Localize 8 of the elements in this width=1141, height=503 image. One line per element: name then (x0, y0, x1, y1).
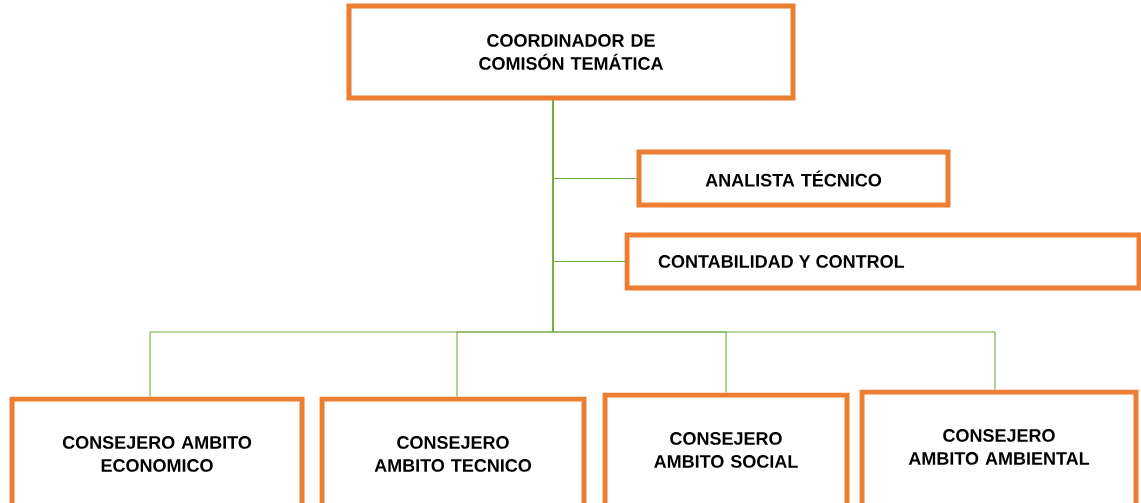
org-box: CONSEJERO AMBITO SOCIAL (602, 392, 850, 503)
org-box: CONSEJERO AMBITO AMBIENTAL (859, 389, 1139, 503)
connector-line (552, 99, 996, 391)
org-box: ANALISTA TÉCNICO (636, 149, 951, 208)
org-box: COORDINADOR DE COMISÓN TEMÁTICA (346, 3, 796, 101)
org-box: CONTABILIDAD Y CONTROL (624, 232, 1141, 291)
org-box: CONSEJERO AMBITO ECONOMICO (9, 396, 305, 503)
org-box: CONSEJERO AMBITO TECNICO (319, 396, 587, 503)
